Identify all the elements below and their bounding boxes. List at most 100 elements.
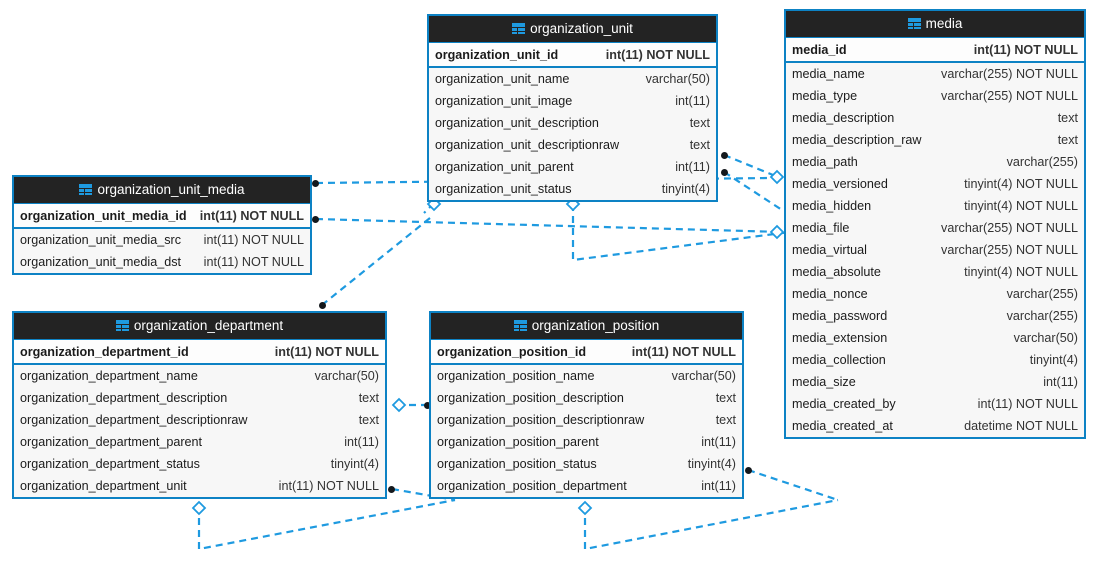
column-type: text [1057, 111, 1078, 125]
column-name: media_hidden [792, 199, 872, 213]
table-row[interactable]: organization_department_descriptionraw te… [14, 409, 385, 431]
table-header-organization_position[interactable]: organization_position [431, 313, 742, 339]
column-name: organization_unit_media_id [20, 208, 187, 223]
table-header-organization_department[interactable]: organization_department [14, 313, 385, 339]
table-header-organization_unit_media[interactable]: organization_unit_media [14, 177, 310, 203]
table-icon [513, 320, 527, 331]
primary-key-row[interactable]: organization_unit_id int(11) NOT NULL [429, 42, 716, 68]
table-organization_unit[interactable]: organization_unit organization_unit_id i… [427, 14, 718, 202]
table-icon [907, 18, 921, 29]
table-row[interactable]: media_collection tinyint(4) [786, 349, 1084, 371]
table-row[interactable]: organization_unit_description text [429, 112, 716, 134]
column-type: int(11) NOT NULL [631, 344, 736, 359]
column-name: organization_department_unit [20, 479, 187, 493]
edge-unit-media-dst-to-media [315, 217, 783, 234]
table-title: organization_unit [530, 21, 633, 36]
column-type: int(11) NOT NULL [977, 397, 1078, 411]
edge-position-status-route [747, 468, 839, 502]
column-name: media_versioned [792, 177, 888, 191]
column-type: text [689, 116, 710, 130]
column-name: organization_unit_parent [435, 160, 574, 174]
column-type: datetime NOT NULL [964, 419, 1078, 433]
column-name: organization_unit_image [435, 94, 573, 108]
column-name: media_name [792, 67, 865, 81]
column-name: organization_unit_id [435, 47, 559, 62]
column-type: varchar(50) [671, 369, 736, 383]
connector-dot-unit-media-bottom [312, 216, 319, 223]
column-name: media_created_by [792, 397, 896, 411]
column-name: organization_position_status [437, 457, 597, 471]
connector-dot-unit-media-top [312, 180, 319, 187]
column-type: int(11) [1043, 375, 1078, 389]
primary-key-row[interactable]: organization_unit_media_id int(11) NOT N… [14, 203, 310, 229]
column-type: int(11) NOT NULL [199, 208, 304, 223]
column-type: varchar(50) [1013, 331, 1078, 345]
table-organization_position[interactable]: organization_position organization_posit… [429, 311, 744, 499]
column-name: organization_unit_descriptionraw [435, 138, 620, 152]
connector-dot-unit-right-1 [721, 152, 728, 159]
primary-key-row[interactable]: media_id int(11) NOT NULL [786, 37, 1084, 63]
column-name: media_collection [792, 353, 886, 367]
table-organization_department[interactable]: organization_department organization_dep… [12, 311, 387, 499]
column-type: int(11) [701, 479, 736, 493]
column-type: tinyint(4) [661, 182, 710, 196]
table-header-media[interactable]: media [786, 11, 1084, 37]
column-type: varchar(255) [1006, 155, 1078, 169]
column-name: organization_unit_description [435, 116, 599, 130]
column-type: text [358, 413, 379, 427]
table-organization_unit_media[interactable]: organization_unit_media organization_uni… [12, 175, 312, 275]
table-header-organization_unit[interactable]: organization_unit [429, 16, 716, 42]
table-media[interactable]: media media_id int(11) NOT NULL media_na… [784, 9, 1086, 439]
column-type: tinyint(4) [1029, 353, 1078, 367]
primary-key-row[interactable]: organization_position_id int(11) NOT NUL… [431, 339, 742, 365]
column-type: int(11) [701, 435, 736, 449]
primary-key-row[interactable]: organization_department_id int(11) NOT N… [14, 339, 385, 365]
connector-dot-unit-bottom-left [319, 302, 326, 309]
connector-dot-department-unit [388, 486, 395, 493]
edge-position-parent-loop [583, 498, 839, 551]
column-type: int(11) NOT NULL [605, 47, 710, 62]
column-name: media_file [792, 221, 850, 235]
table-row[interactable]: media_created_by int(11) NOT NULL [786, 393, 1084, 415]
table-icon [79, 184, 93, 195]
column-name: organization_department_descriptionraw [20, 413, 248, 427]
column-type: varchar(50) [645, 72, 710, 86]
column-type: text [358, 391, 379, 405]
column-name: organization_department_name [20, 369, 198, 383]
